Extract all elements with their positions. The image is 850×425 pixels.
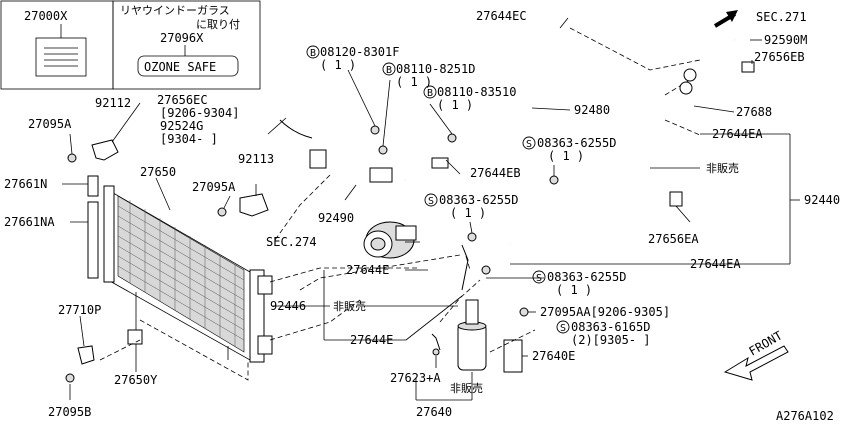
clip-27688-icon — [683, 68, 697, 82]
seal-27661NA — [87, 201, 99, 279]
label-sec274: SEC.274 — [266, 235, 317, 249]
label-27644E-top: 27644E — [346, 263, 389, 277]
legend-part-right: 27096X — [160, 31, 204, 45]
label-screw4: 08363-6165D — [571, 320, 650, 334]
condenser — [103, 185, 273, 363]
bolt-08120-icon — [370, 125, 380, 135]
receiver-drier — [431, 299, 523, 373]
mount-27650Y — [127, 329, 143, 345]
bracket-92113 — [239, 193, 269, 217]
label-27623A: 27623+A — [390, 371, 441, 385]
label-27644EA-bot: 27644EA — [690, 257, 741, 271]
label-27644EA-top: 27644EA — [712, 127, 763, 141]
bolt2-marker: B — [386, 65, 392, 76]
label-92446: 92446 — [270, 299, 306, 313]
fitting-92490-icon — [309, 149, 327, 169]
label-27656EA: 27656EA — [648, 232, 699, 246]
screw-08363-icon — [549, 175, 559, 185]
label-hihanbai-mid: 非販売 — [333, 300, 366, 313]
label-screw2-qty: ( 1 ) — [450, 206, 486, 220]
label-screw1-qty: ( 1 ) — [548, 149, 584, 163]
label-27644EC: 27644EC — [476, 9, 527, 23]
label-bolt1-qty: ( 1 ) — [320, 58, 356, 72]
compressor — [363, 221, 417, 259]
label-92113: 92113 — [238, 152, 274, 166]
bolt-27095A-mid-icon — [217, 207, 227, 217]
label-9206-9304: [9206-9304] — [160, 106, 239, 120]
label-27661N: 27661N — [4, 177, 47, 191]
bracket-27710P — [77, 345, 95, 365]
label-bolt1: 08120-8301F — [320, 45, 399, 59]
label-hihanbai-bot: 非販売 — [450, 382, 483, 395]
label-bolt2-qty: ( 1 ) — [396, 75, 432, 89]
legend-note-line1: リヤウインドーガラス — [120, 4, 230, 17]
bolt-08110-83510-icon — [447, 133, 457, 143]
clip-27656EA-icon — [669, 191, 683, 207]
screw2-08363-icon — [467, 232, 477, 242]
label-27656EB: 27656EB — [754, 50, 805, 64]
label-screw2: 08363-6255D — [439, 193, 518, 207]
ozone-safe-badge — [137, 55, 239, 77]
label-bolt2: 08110-8251D — [396, 62, 475, 76]
label-bolt3-qty: ( 1 ) — [437, 98, 473, 112]
label-92480: 92480 — [574, 103, 610, 117]
legend-boxes: 27000X リヤウインドーガラス に取り付 27096X OZONE SAFE — [0, 0, 261, 90]
screw3-marker: S — [536, 273, 542, 284]
label-27644EB: 27644EB — [470, 166, 521, 180]
label-27095AA: 27095AA[9206-9305] — [540, 305, 670, 319]
label-screw3: 08363-6255D — [547, 270, 626, 284]
label-27650: 27650 — [140, 165, 176, 179]
legend-note-line2: に取り付 — [196, 18, 240, 31]
label-27640E: 27640E — [532, 349, 575, 363]
label-27661NA: 27661NA — [4, 215, 55, 229]
screw4-marker: S — [560, 323, 566, 334]
label-27095A-mid: 27095A — [192, 180, 236, 194]
label-27095A-left: 27095A — [28, 117, 72, 131]
bracket-92112 — [91, 139, 119, 161]
clip-27656EB-icon — [741, 61, 755, 73]
bolt-27095B-icon — [65, 373, 75, 383]
label-sheet-icon — [35, 37, 87, 77]
bolt3-marker: B — [427, 88, 433, 99]
label-92590M: 92590M — [764, 33, 807, 47]
label-27710P: 27710P — [58, 303, 101, 317]
label-27644E-bot: 27644E — [350, 333, 393, 347]
label-92490: 92490 — [318, 211, 354, 225]
label-27656EC: 27656EC — [157, 93, 208, 107]
label-bolt3: 08110-83510 — [437, 85, 516, 99]
seal-27661N — [87, 175, 99, 197]
label-screw4-qty: (2)[9305- ] — [571, 333, 650, 347]
ozone-safe-label: OZONE SAFE — [144, 60, 216, 74]
front-arrow-icon — [723, 345, 789, 381]
legend-part-left: 27000X — [24, 9, 68, 23]
screw1-marker: S — [526, 139, 532, 150]
label-9304: [9304- ] — [160, 132, 218, 146]
bolt-08110-8251D-icon — [378, 145, 388, 155]
label-hihanbai-top: 非販売 — [706, 162, 739, 175]
label-27688: 27688 — [736, 105, 772, 119]
label-92112: 92112 — [95, 96, 131, 110]
label-27650Y: 27650Y — [114, 373, 158, 387]
label-92524G: 92524G — [160, 119, 203, 133]
bolt-27095A-left-icon — [67, 153, 77, 163]
label-92440: 92440 — [804, 193, 840, 207]
bolt1-marker: B — [310, 48, 316, 59]
label-sec271: SEC.271 — [756, 10, 807, 24]
screw2-marker: S — [428, 196, 434, 207]
screw4-08363-icon — [519, 307, 529, 317]
label-diagram-id: A276A102 — [776, 409, 834, 423]
label-screw3-qty: ( 1 ) — [556, 283, 592, 297]
label-screw1: 08363-6255D — [537, 136, 616, 150]
label-27095B: 27095B — [48, 405, 91, 419]
label-27640: 27640 — [416, 405, 452, 419]
screw3-08363-icon — [481, 265, 491, 275]
